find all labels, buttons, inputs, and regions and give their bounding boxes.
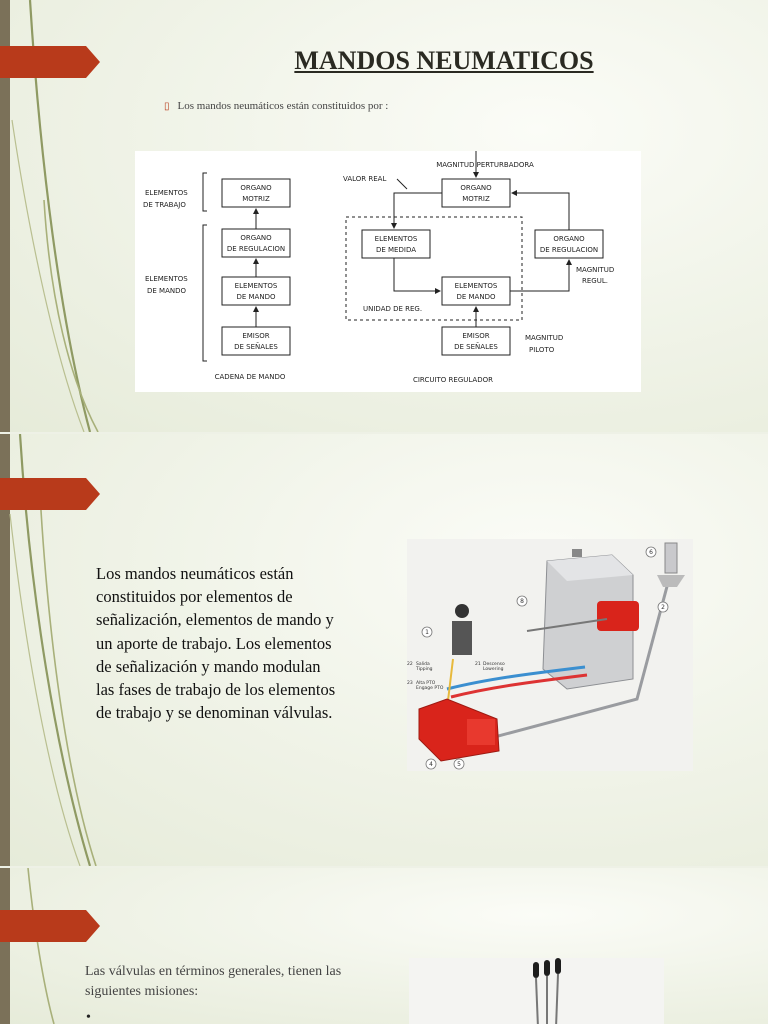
bullet-square-icon: ▯ — [164, 101, 170, 112]
chain-organo-motriz-2: MOTRIZ — [242, 195, 270, 203]
bullet-item: ▯ Los mandos neumáticos están constituido… — [164, 100, 388, 112]
label-elementos-trabajo-1: ELEMENTOS — [145, 189, 188, 197]
chain-emisor-1: EMISOR — [242, 332, 269, 340]
page-title: MANDOS NEUMATICOS — [294, 46, 594, 75]
bullet-text: Los mandos neumáticos están constituidos… — [177, 100, 389, 112]
chain-elem-mando-1: ELEMENTOS — [235, 282, 278, 290]
circuit-organo-motriz-2: MOTRIZ — [462, 195, 490, 203]
label-elementos-mando-2: DE MANDO — [147, 287, 186, 295]
chain-organo-reg-1: ORGANO — [240, 234, 272, 242]
tag-6: 6 — [649, 549, 653, 556]
left-bar — [0, 434, 10, 866]
label-21-es: Descenso — [483, 661, 505, 667]
circuit-magnitud-regul-2: REGUL. — [582, 277, 608, 285]
slide-1: MANDOS NEUMATICOS ▯ Los mandos neumáticos… — [0, 0, 768, 432]
title-arrow — [0, 46, 100, 78]
chain-organo-motriz-1: ORGANO — [240, 184, 272, 192]
circuit-elem-medida-1: ELEMENTOS — [375, 235, 418, 243]
description-paragraph: Los mandos neumáticos están constituidos… — [96, 564, 336, 723]
chain-caption: CADENA DE MANDO — [215, 373, 286, 381]
tag-2: 2 — [661, 604, 665, 611]
label-22-es: Salida — [416, 661, 430, 667]
circuit-emisor-1: EMISOR — [462, 332, 489, 340]
label-21: 21 — [475, 661, 481, 667]
chain-elem-mando-2: DE MANDO — [236, 293, 275, 301]
circuit-organo-reg-1: ORGANO — [553, 235, 585, 243]
tag-5: 5 — [457, 761, 461, 768]
label-23-en: Engage PTO — [416, 685, 444, 691]
circuit-organo-reg-2: DE REGULACION — [540, 246, 598, 254]
circuit-organo-motriz-1: ORGANO — [460, 184, 492, 192]
label-elementos-mando-1: ELEMENTOS — [145, 275, 188, 283]
circuit-emisor-2: DE SEÑALES — [454, 342, 498, 351]
circuit-magnitud-perturbadora: MAGNITUD PERTURBADORA — [436, 161, 534, 169]
tag-8: 8 — [520, 598, 524, 605]
pneumatic-system-photo: 1 2 4 5 6 8 21 Descenso Lowering 22 Sali… — [407, 539, 693, 771]
section-arrow — [0, 910, 100, 942]
tag-1: 1 — [425, 629, 429, 636]
circuit-elem-medida-2: DE MEDIDA — [376, 246, 416, 254]
circuit-valor-real: VALOR REAL — [343, 175, 386, 183]
slide-3: Las válvulas en términos generales, tien… — [0, 868, 768, 1024]
bullet-dot: • — [86, 1010, 91, 1024]
circuit-magnitud-piloto-2: PILOTO — [529, 346, 555, 354]
slide-2: Los mandos neumáticos están constituidos… — [0, 434, 768, 866]
circuit-caption: CIRCUITO REGULADOR — [413, 376, 493, 384]
left-bar — [0, 868, 10, 1024]
circuit-magnitud-regul-1: MAGNITUD — [576, 266, 614, 274]
label-23-es: Alta PTO — [416, 680, 436, 686]
label-23: 23 — [407, 680, 413, 686]
tag-4: 4 — [429, 761, 433, 768]
label-22-en: Tipping — [415, 666, 433, 672]
valves-photo — [409, 958, 664, 1024]
chain-emisor-2: DE SEÑALES — [234, 342, 278, 351]
circuit-elem-mando-2: DE MANDO — [456, 293, 495, 301]
circuit-magnitud-piloto-1: MAGNITUD — [525, 334, 563, 342]
control-diagram: ELEMENTOS DE TRABAJO ELEMENTOS DE MANDO … — [135, 151, 641, 392]
label-22: 22 — [407, 661, 413, 667]
circuit-elem-mando-1: ELEMENTOS — [455, 282, 498, 290]
left-bar — [0, 0, 10, 432]
circuit-unidad-reg: UNIDAD DE REG. — [363, 305, 422, 313]
chain-organo-reg-2: DE REGULACION — [227, 245, 285, 253]
section-arrow — [0, 478, 100, 510]
label-21-en: Lowering — [483, 666, 504, 672]
label-elementos-trabajo-2: DE TRABAJO — [143, 201, 186, 209]
valves-intro-paragraph: Las válvulas en términos generales, tien… — [85, 964, 342, 999]
